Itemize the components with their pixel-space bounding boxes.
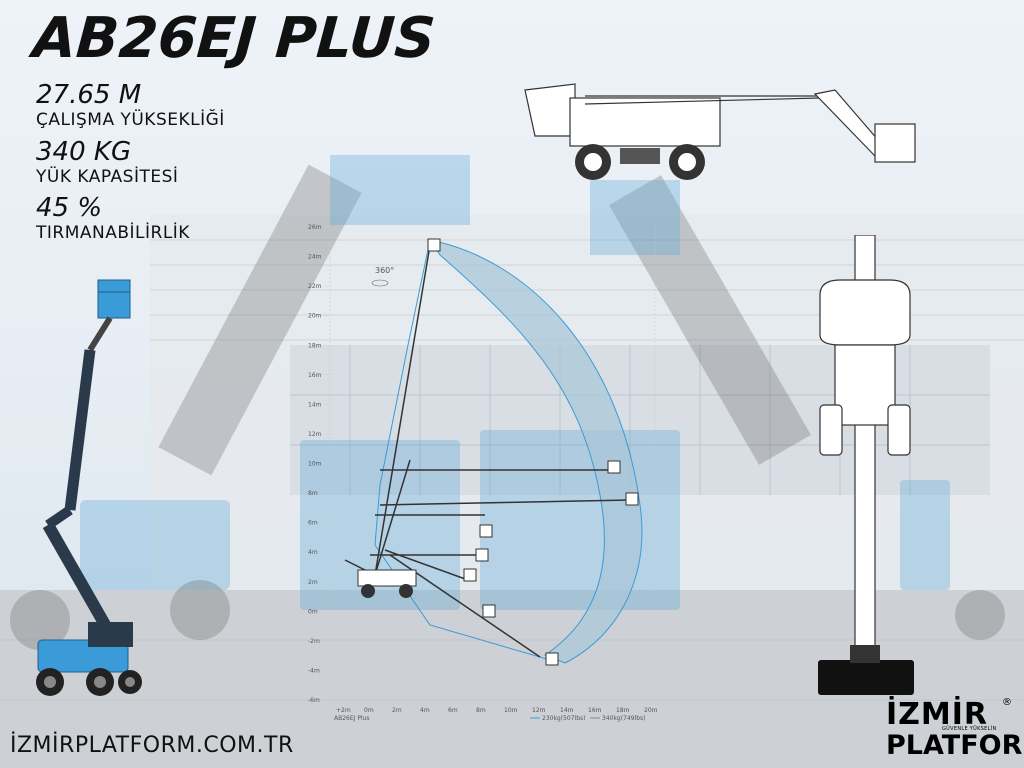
y-tick-label: 12m [308, 431, 322, 438]
working-range-diagram: 26m 24m 22m 20m 18m 16m 14m 12m 10m 8m 6m 4m 2m 0m -2m… [308, 224, 658, 722]
load-capacity-value: 340 KG [36, 137, 132, 167]
x-tick-label: 2m [392, 707, 402, 714]
website-url: İZMİRPLATFORM.COM.TR [10, 733, 294, 758]
y-tick-label: -6m [308, 697, 320, 704]
boom-positions [344, 244, 631, 658]
grid-lines [324, 226, 330, 701]
y-tick-label: 16m [308, 372, 322, 379]
y-tick-label: -2m [308, 638, 320, 645]
legend-label-340: 340kg(749lbs) [602, 715, 645, 722]
working-height-label: ÇALIŞMA YÜKSEKLİĞİ [36, 110, 225, 130]
platform-baskets [427, 238, 639, 666]
y-tick-label: 2m [308, 579, 318, 586]
izmir-platform-logo: İZMİR ® GÜVENLE YÜKSELİN PLATFORM [886, 697, 1024, 761]
logo-top-text: İZMİR [886, 697, 989, 732]
gradeability-value: 45 % [36, 193, 103, 223]
working-envelope [428, 239, 643, 664]
rotation-label: 360° [375, 266, 394, 275]
y-tick-label: 20m [308, 313, 322, 320]
y-tick-label: 14m [308, 401, 322, 408]
y-tick-label: 10m [308, 461, 322, 468]
logo-registered-mark: ® [1002, 697, 1012, 708]
x-tick-label: +2m [336, 707, 351, 714]
x-tick-label: 10m [504, 707, 518, 714]
y-tick-label: 8m [308, 490, 318, 497]
logo-bottom-text: PLATFORM [886, 730, 1024, 761]
boom-lift-machine-illustration [36, 279, 142, 696]
diagram-machine-base [357, 569, 417, 598]
legend-label-230: 230kg(507lbs) [542, 715, 585, 722]
x-tick-label: 14m [560, 707, 574, 714]
y-tick-label: 22m [308, 283, 322, 290]
gradeability-label: TIRMANABİLİRLİK [36, 223, 190, 243]
product-title: AB26EJ PLUS [30, 6, 438, 71]
y-tick-label: 26m [308, 224, 322, 231]
rear-view-drawing [818, 235, 914, 695]
x-axis-ticks: +2m 0m 2m 4m 6m 8m 10m 12m 14m 16m 18m 20m [336, 707, 658, 714]
load-capacity-label: YÜK KAPASİTESİ [36, 167, 179, 187]
x-tick-label: 6m [448, 707, 458, 714]
logo-tagline: GÜVENLE YÜKSELİN [942, 726, 997, 732]
working-height-value: 27.65 M [36, 80, 142, 110]
model-label: AB26EJ Plus [334, 715, 370, 722]
y-tick-label: 0m [308, 608, 318, 615]
x-tick-label: 0m [364, 707, 374, 714]
y-tick-label: 18m [308, 342, 322, 349]
side-view-drawing [524, 83, 916, 180]
x-tick-label: 18m [616, 707, 630, 714]
x-tick-label: 12m [532, 707, 546, 714]
x-tick-label: 20m [644, 707, 658, 714]
y-tick-label: 4m [308, 549, 318, 556]
y-tick-label: 6m [308, 520, 318, 527]
y-tick-label: -4m [308, 667, 320, 674]
y-tick-label: 24m [308, 254, 322, 261]
y-axis-ticks: 26m 24m 22m 20m 18m 16m 14m 12m 10m 8m 6m 4m 2m 0m -2m… [308, 224, 322, 704]
rotation-icon [371, 279, 389, 287]
x-tick-label: 16m [588, 707, 602, 714]
x-tick-label: 4m [420, 707, 430, 714]
x-tick-label: 8m [476, 707, 486, 714]
